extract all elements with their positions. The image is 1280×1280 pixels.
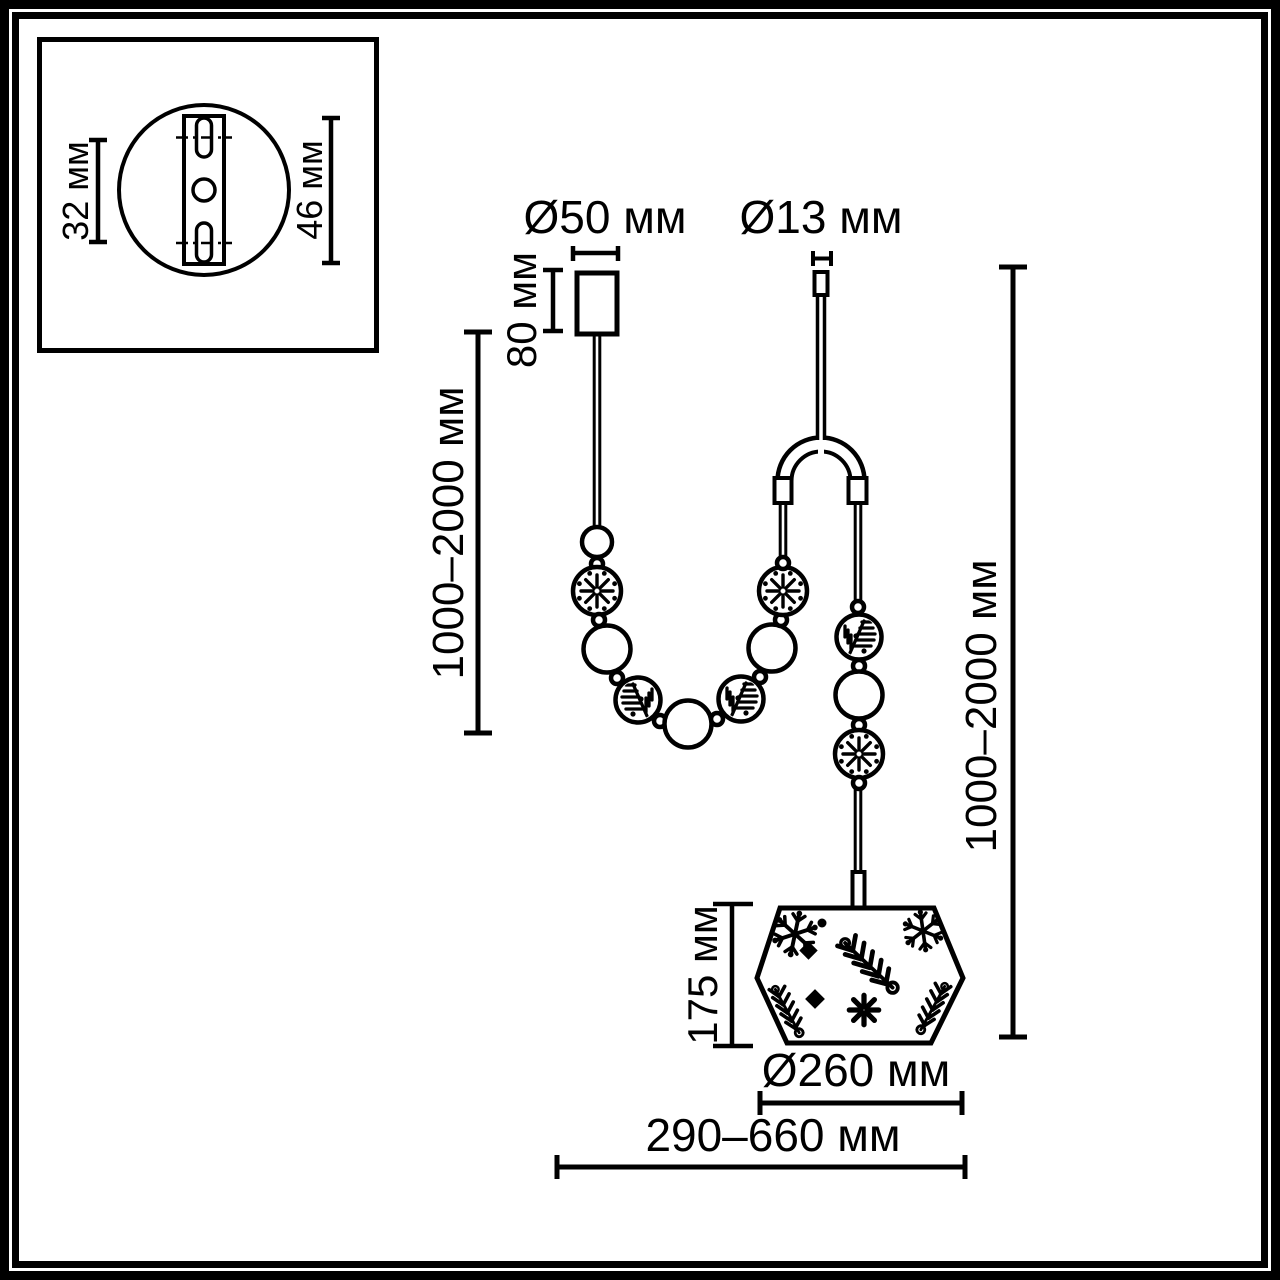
ceiling-canopy — [574, 270, 620, 337]
plain-bead — [579, 524, 615, 560]
rod-top-fitting — [812, 270, 830, 297]
arch-right-sleeve — [846, 476, 869, 505]
diamond-ornament — [805, 989, 825, 1009]
plain-bead — [836, 672, 883, 719]
shade-snowflake-pattern — [756, 906, 964, 1040]
dim-canopy-diameter — [570, 246, 621, 261]
bracket-center-hole — [191, 177, 217, 203]
plain-bead — [584, 626, 631, 673]
feather-bead — [837, 615, 882, 660]
arch-tube-gap — [818, 428, 824, 456]
hanging-rod — [815, 295, 827, 440]
rod-diameter-label: Ø13 мм — [740, 191, 903, 243]
right-suspension-length-label: 1000–2000 мм — [957, 560, 1006, 853]
snowflake-bead — [759, 567, 807, 615]
connector-bead — [711, 713, 723, 725]
connector-bead — [777, 557, 789, 569]
dim-shade-diameter — [757, 1091, 965, 1115]
snowflake-bead — [835, 730, 883, 778]
dim-shade-height — [713, 901, 753, 1049]
lamp-shade — [754, 905, 966, 1046]
shade-height-label: 175 мм — [679, 905, 726, 1045]
suspension-arch — [772, 295, 869, 505]
dim-slot-spacing — [89, 137, 107, 245]
snowflake-bead — [573, 567, 621, 615]
dim-left-suspension — [464, 329, 492, 736]
dim-plate-height — [322, 115, 340, 266]
dim-overall-width — [554, 1155, 968, 1179]
canopy-diameter-label: Ø50 мм — [524, 191, 687, 243]
plain-bead — [665, 701, 712, 748]
overall-width-label: 290–660 мм — [645, 1109, 900, 1161]
plate-height-label: 46 мм — [289, 140, 330, 240]
mount-plate-inset: 32 мм 46 мм — [37, 37, 379, 353]
chain-cord — [853, 503, 863, 872]
shade-stem-sleeve — [850, 870, 867, 910]
garland-cord — [778, 503, 788, 557]
left-suspension-cord — [592, 334, 602, 528]
connector-bead — [852, 601, 864, 613]
right-bead-chain — [835, 503, 883, 910]
arch-left-sleeve — [772, 476, 794, 505]
shade-diameter-label: Ø260 мм — [762, 1044, 951, 1096]
canopy-height-label: 80 мм — [498, 252, 545, 368]
arch-inner — [789, 449, 853, 502]
diamond-ornament — [799, 941, 818, 960]
slot-spacing-label: 32 мм — [55, 141, 96, 241]
connector-bead — [853, 777, 865, 789]
dim-rod-diameter — [811, 251, 833, 266]
dim-right-suspension — [999, 264, 1027, 1040]
dot-ornament — [817, 918, 827, 928]
dim-canopy-height — [543, 267, 563, 334]
frame-inner-border — [12, 12, 1268, 1268]
left-suspension-length-label: 1000–2000 мм — [424, 387, 473, 680]
connector-bead — [754, 671, 766, 683]
bead-garland — [573, 503, 807, 748]
plain-bead — [749, 625, 796, 672]
